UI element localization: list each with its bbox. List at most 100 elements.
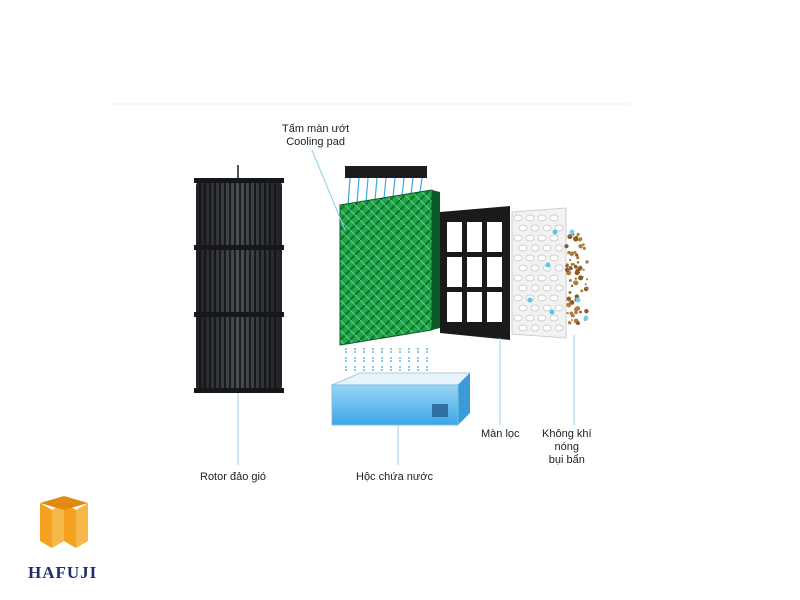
distributor-pipe (348, 178, 350, 205)
filter-cell (487, 292, 502, 322)
dust-particle-icon (564, 244, 568, 248)
cooling-pad-label-en: Cooling pad (282, 136, 349, 149)
mesh-hole (550, 235, 558, 241)
mesh-hole (543, 325, 551, 331)
filter-cell (447, 257, 462, 287)
dust-particle-icon (581, 276, 584, 279)
dust-particle-icon (586, 287, 589, 290)
mesh-hole (555, 245, 563, 251)
mesh-hole (538, 255, 546, 261)
dust-particle-icon (574, 281, 579, 286)
mesh-hole (526, 255, 534, 261)
mesh-hole (555, 305, 563, 311)
mesh-hole (538, 275, 546, 281)
dust-particle-icon (575, 278, 577, 280)
dust-particle-icon (568, 321, 571, 324)
water-drips (346, 348, 427, 371)
droplet-icon (576, 298, 581, 303)
dust-particle-icon (576, 306, 581, 311)
droplet-icon (528, 298, 533, 303)
mesh-hole (550, 275, 558, 281)
mesh-hole (519, 225, 527, 231)
logo-panel-4 (76, 503, 88, 548)
distributor-pipe (411, 178, 413, 194)
dust-particle-icon (583, 269, 585, 271)
distributor-pipe (384, 178, 386, 199)
dust-particle-icon (565, 268, 569, 272)
mesh-hole (531, 245, 539, 251)
mesh-hole (514, 235, 522, 241)
dust-particle-icon (585, 283, 587, 285)
cooling-pad-leader-line (312, 150, 345, 230)
dust-particle-icon (569, 259, 571, 261)
filter-cell (467, 222, 482, 252)
droplet-icon (546, 263, 551, 268)
dust-particle-icon (584, 309, 588, 313)
droplet-icon (553, 230, 558, 235)
dust-particle-icon (565, 264, 568, 267)
mesh-hole (514, 255, 522, 261)
rotor-ring-bottom (194, 388, 284, 393)
cooling-pad (340, 190, 432, 345)
mesh-hole (555, 265, 563, 271)
dust-particle-icon (577, 233, 580, 236)
dust-particle-icon (574, 310, 578, 314)
dust-particle-icon (566, 303, 571, 308)
mesh-hole (531, 325, 539, 331)
dust-particle-icon (575, 270, 580, 275)
mesh-hole (526, 275, 534, 281)
mesh-hole (519, 285, 527, 291)
mesh-hole (526, 215, 534, 221)
mesh-hole (519, 325, 527, 331)
filter-grid (447, 222, 502, 322)
rotor-ring-top (194, 178, 284, 183)
mesh-hole (550, 315, 558, 321)
mesh-hole (555, 325, 563, 331)
distributor-pipe (402, 178, 404, 195)
mesh-hole (526, 235, 534, 241)
mesh-hole (519, 245, 527, 251)
rotor-body (196, 180, 282, 392)
mesh-hole (514, 215, 522, 221)
rotor-ring-upper (194, 245, 284, 250)
dust-particle-icon (569, 279, 572, 282)
dust-particle-icon (571, 314, 575, 318)
dust-particle-icon (579, 311, 582, 314)
mesh-hole (543, 305, 551, 311)
mesh-hole (538, 235, 546, 241)
dust-particle-icon (567, 297, 571, 301)
mesh-hole (538, 295, 546, 301)
logo-wordmark: HAFUJI (28, 563, 97, 583)
dust-particle-icon (571, 285, 573, 287)
mesh-hole (550, 295, 558, 301)
water-tank (332, 373, 470, 425)
dust-particle-icon (569, 234, 571, 236)
dust-particle-icon (574, 265, 578, 269)
hot-dusty-air (564, 230, 588, 326)
mesh-hole (526, 315, 534, 321)
hot-air-label-line3: bụi bẩn (542, 454, 592, 467)
mesh-hole (531, 285, 539, 291)
mesh-hole (543, 285, 551, 291)
mesh-hole (550, 255, 558, 261)
mesh-hole (538, 315, 546, 321)
mesh-hole (543, 225, 551, 231)
rotor-drum (194, 165, 284, 393)
dust-particle-icon (586, 278, 588, 280)
dust-particle-icon (578, 266, 582, 270)
mesh-hole (514, 315, 522, 321)
filter-frame (440, 206, 510, 340)
dust-particle-icon (578, 244, 582, 248)
mesh-hole (538, 215, 546, 221)
droplet-icon (584, 316, 589, 321)
filter-cell (447, 222, 462, 252)
distributor-pipe (393, 178, 395, 197)
distributor-pipe (366, 178, 368, 202)
logo-panel-3 (64, 503, 76, 548)
filter-cell (447, 292, 462, 322)
dust-particle-icon (573, 251, 576, 254)
distributor-pipe (357, 178, 359, 203)
dust-particle-icon (585, 260, 588, 263)
filter-cell (487, 257, 502, 287)
